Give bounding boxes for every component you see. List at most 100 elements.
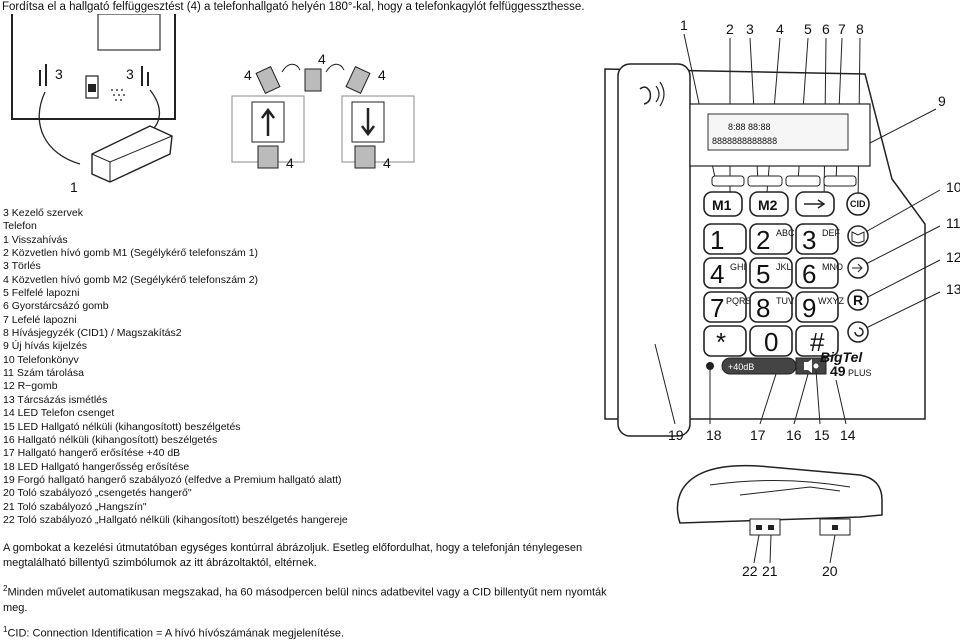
svg-text:4: 4 [710, 259, 724, 289]
svg-text:3: 3 [802, 225, 816, 255]
legend-item: 7 Lefelé lapozni [3, 313, 77, 326]
callout-3a: 3 [55, 66, 63, 82]
model-plus: PLUS [848, 368, 872, 378]
svg-text:10: 10 [946, 179, 960, 195]
m1-button[interactable]: M1 [703, 191, 743, 217]
legend-item: 4 Közvetlen hívó gomb M2 (Segélykérő tel… [3, 273, 259, 286]
legend-item: 8 Hívásjegyzék (CID1) / Magszakítás2 [3, 327, 182, 340]
legend-item: 13 Tárcsázás ismétlés [3, 393, 108, 406]
svg-text:WXYZ: WXYZ [818, 296, 845, 306]
phone-side-figure: 22 21 20 [670, 455, 890, 580]
store-number-button[interactable] [847, 257, 869, 279]
redial-button[interactable] [847, 321, 869, 343]
key-5[interactable]: 5 JKL [749, 257, 793, 289]
svg-text:13: 13 [946, 281, 960, 297]
svg-text:#: # [810, 327, 825, 357]
svg-text:DEF: DEF [822, 228, 841, 238]
hook-figure: 3 3 1 4 4 4 4 [0, 14, 420, 204]
svg-text:12: 12 [946, 249, 960, 265]
brand-logo: BigTel [820, 349, 863, 365]
legend-item: 3 Törlés [3, 260, 41, 273]
model-number: 49 [830, 363, 846, 379]
svg-text:R: R [853, 292, 863, 308]
callout-21: 21 [762, 563, 778, 579]
phonebook-button[interactable] [847, 225, 869, 247]
svg-text:11: 11 [946, 215, 960, 231]
svg-text:4: 4 [318, 51, 326, 67]
svg-text:TUV: TUV [776, 296, 794, 306]
rotation-detail: 4 4 4 4 4 [231, 51, 415, 171]
svg-text:8: 8 [856, 21, 864, 37]
legend-item: 5 Felfelé lapozni [3, 287, 80, 300]
key-star[interactable]: * [703, 325, 747, 357]
legend-item: 19 Forgó hallgató hangerő szabályozó (el… [3, 473, 342, 486]
svg-text:JKL: JKL [776, 262, 792, 272]
boost-bar: +40dB [706, 357, 827, 375]
svg-text:5: 5 [804, 21, 812, 37]
svg-text:6: 6 [822, 21, 830, 37]
svg-text:19: 19 [668, 427, 684, 443]
svg-text:18: 18 [706, 427, 722, 443]
legend-item: 11 Szám tárolása [3, 367, 84, 380]
svg-text:M1: M1 [712, 197, 732, 213]
svg-text:M2: M2 [758, 197, 778, 213]
svg-text:PQRS: PQRS [726, 296, 752, 306]
svg-text:2: 2 [756, 225, 770, 255]
hearing-icon [639, 86, 652, 105]
svg-text:4: 4 [776, 21, 784, 37]
callouts-top: 1 2 3 4 5 6 7 8 [680, 17, 864, 37]
svg-text:ABC: ABC [776, 228, 795, 238]
svg-text:16: 16 [786, 427, 802, 443]
svg-text:14: 14 [840, 427, 856, 443]
svg-text:7: 7 [710, 293, 724, 323]
r-button[interactable]: R [847, 289, 869, 311]
m2-button[interactable]: M2 [749, 191, 789, 217]
svg-text:0: 0 [764, 327, 778, 357]
legend-item: 20 Toló szabályozó „csengetés hangerő" [3, 487, 192, 500]
svg-text:9: 9 [938, 93, 946, 109]
svg-text:2: 2 [726, 21, 734, 37]
legend-item: 10 Telefonkönyv [3, 353, 79, 366]
svg-text:1: 1 [710, 225, 724, 255]
legend-item: 16 Hallgató nélküli (kihangosított) besz… [3, 433, 218, 446]
key-hash[interactable]: # [795, 325, 839, 357]
svg-text:4: 4 [383, 155, 391, 171]
key-2[interactable]: 2 ABC [749, 223, 795, 255]
key-3[interactable]: 3 DEF [795, 223, 841, 255]
hook-icon-right [141, 66, 149, 86]
svg-text:15: 15 [814, 427, 830, 443]
svg-text:17: 17 [750, 427, 766, 443]
legend-item: 2 Közvetlen hívó gomb M1 (Segélykérő tel… [3, 247, 259, 260]
legend-item: 14 LED Telefon csenget [3, 407, 115, 420]
svg-text:5: 5 [756, 259, 770, 289]
legend-item: 6 Gyorstárcsázó gomb [3, 300, 109, 313]
legend-item: 9 Új hívás kijelzés [3, 340, 88, 353]
key-8[interactable]: 8 TUV [749, 291, 794, 323]
svg-text:CID: CID [850, 199, 866, 209]
note-timeout: 2Minden művelet automatikusan megszakad,… [3, 584, 607, 614]
svg-text:8: 8 [756, 293, 770, 323]
callout-22: 22 [742, 563, 758, 579]
speed-dial-button[interactable] [795, 191, 835, 217]
callout-20: 20 [822, 563, 838, 579]
cid-button[interactable]: CID [846, 192, 870, 216]
legend-item: 12 R−gomb [3, 380, 58, 393]
key-1[interactable]: 1 [703, 223, 747, 255]
svg-text:MNO: MNO [822, 262, 843, 272]
svg-text:3: 3 [746, 21, 754, 37]
hook-icon-left [39, 64, 47, 86]
callout-1: 1 [70, 179, 78, 195]
key-0[interactable]: 0 [749, 325, 793, 357]
svg-text:4: 4 [378, 67, 386, 83]
legend-item: 17 Hallgató hangerő erősítése +40 dB [3, 447, 181, 460]
lcd-time: 8:88 88:88 [728, 122, 771, 132]
legend-item: 15 LED Hallgató nélküli (kihangosított) … [3, 420, 241, 433]
boost-label: +40dB [728, 362, 754, 372]
svg-text:*: * [716, 327, 726, 357]
legend-item: 22 Toló szabályozó „Hallgató nélküli (ki… [3, 513, 348, 526]
